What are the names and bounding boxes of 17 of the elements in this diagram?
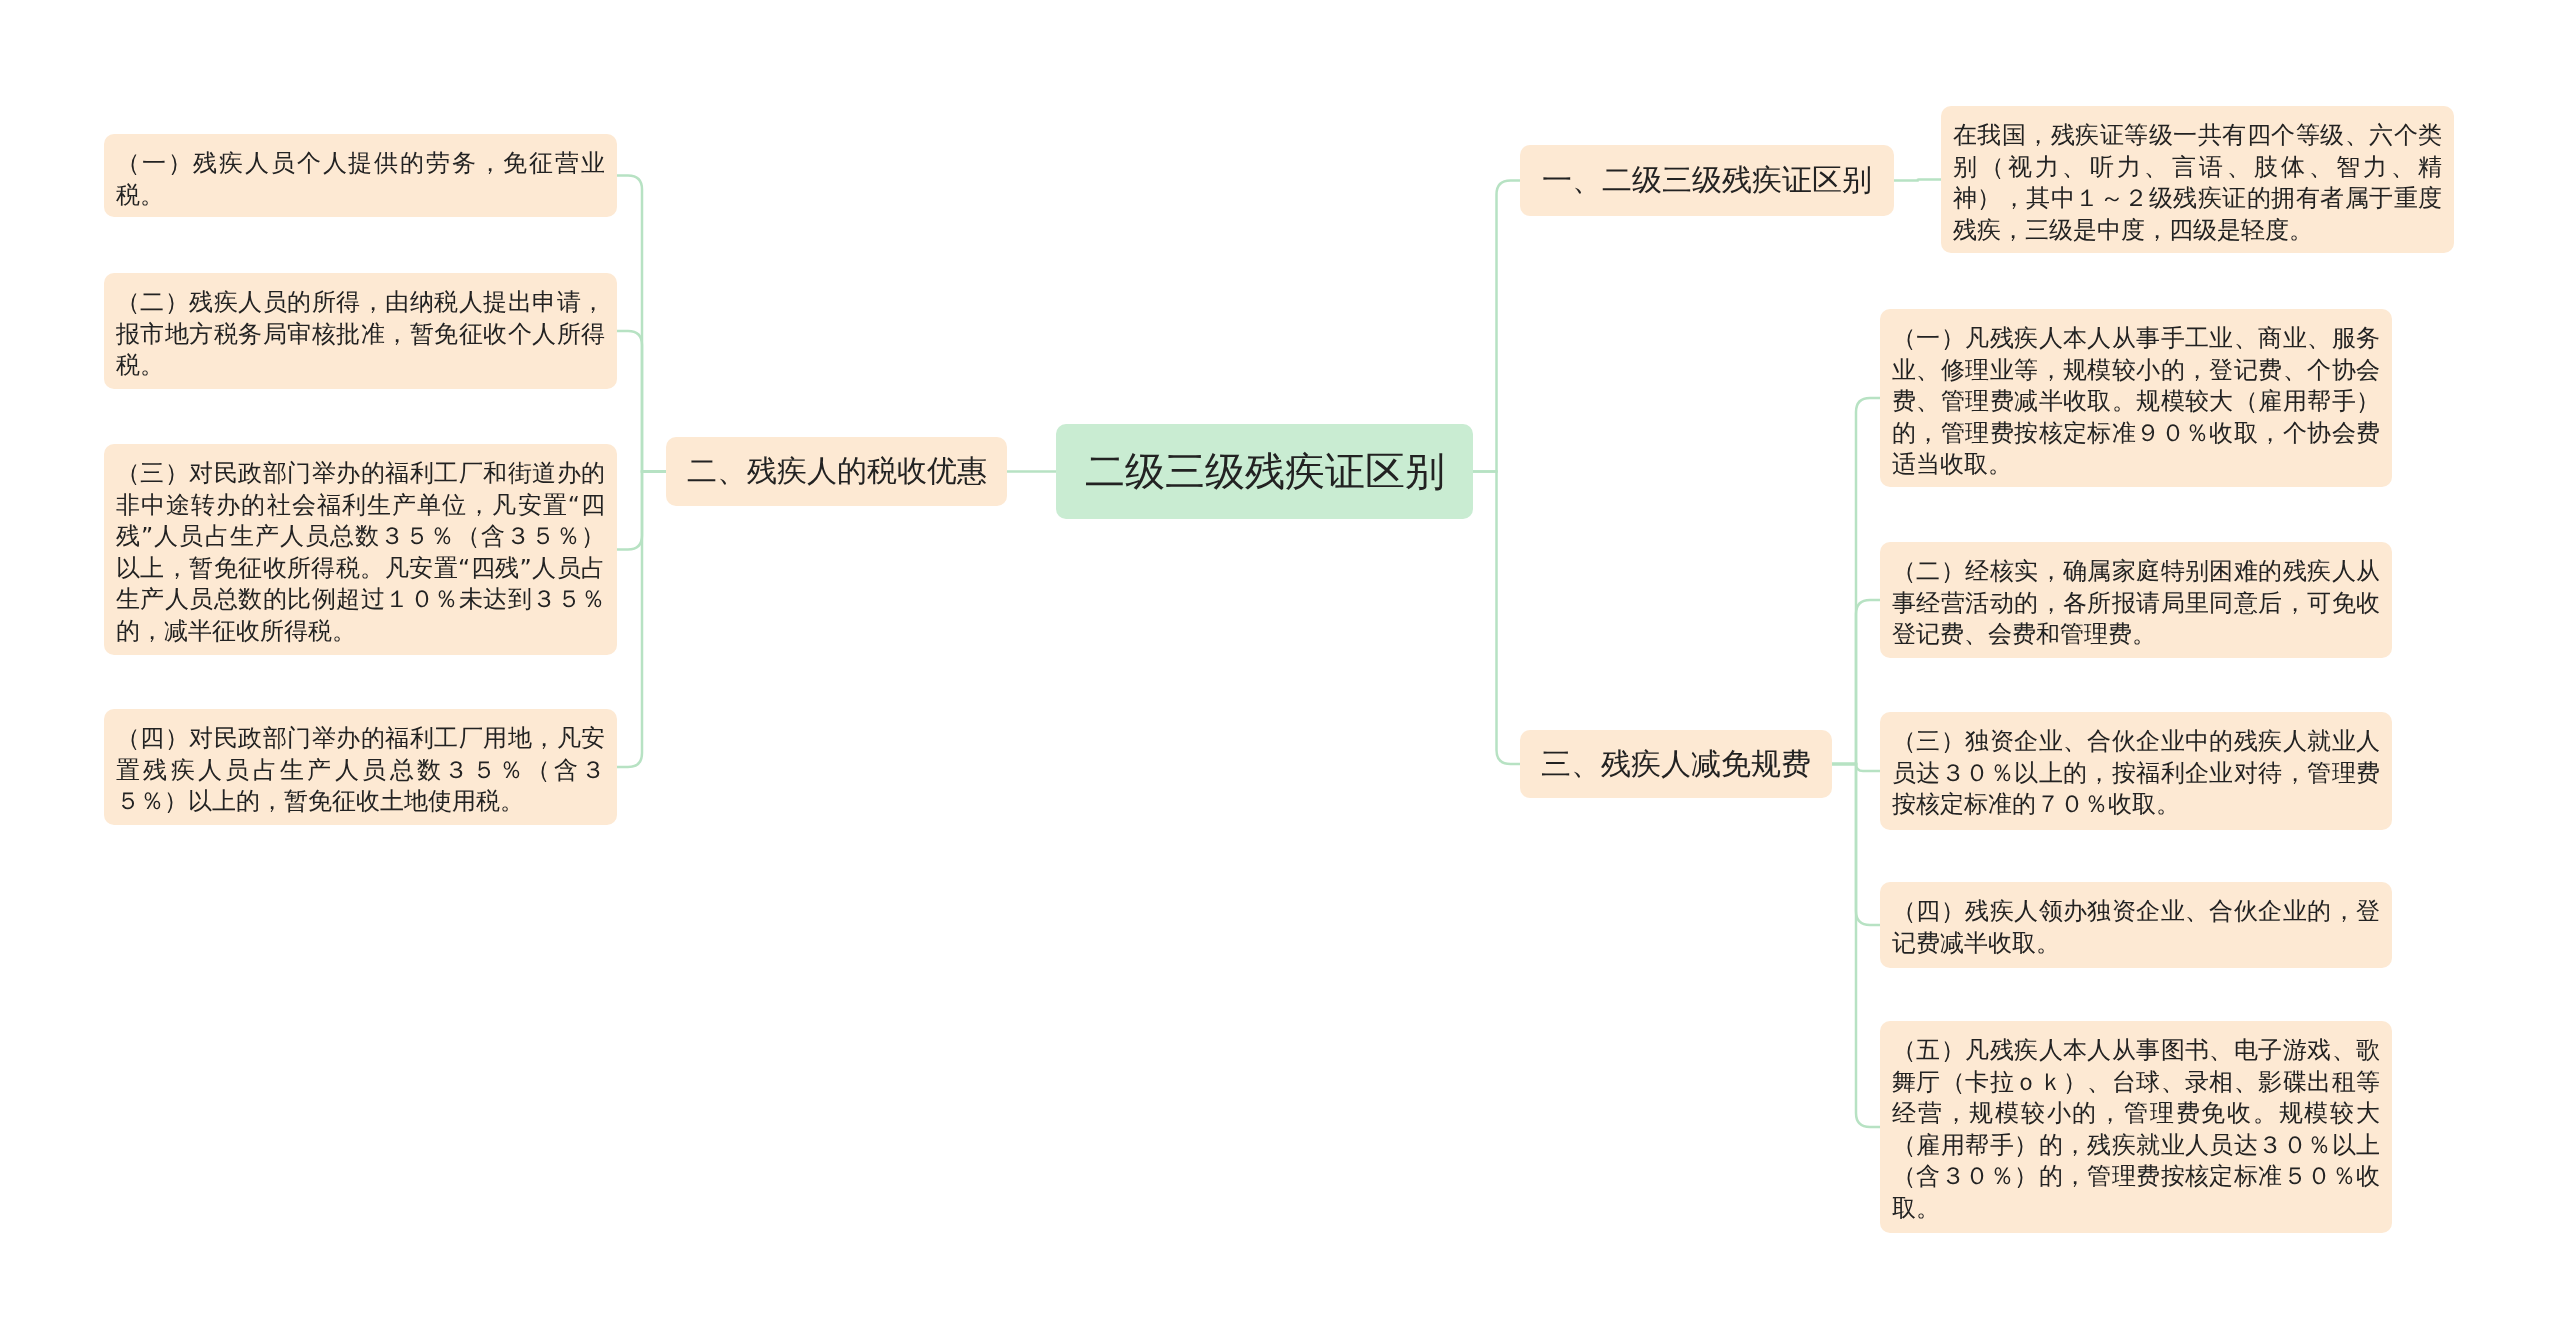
note-box: 在我国，残疾证等级一共有四个等级、六个类别（视力、听力、言语、肢体、智力、精神），其中１～２级残疾证的拥有者属于重度残疾，三级是中度，四级是轻度。 (1941, 106, 2454, 253)
note-box: （一）凡残疾人本人从事手工业、商业、服务业、修理业等，规模较小的，登记费、个协会费、管理费减半收取。规模较大（雇用帮手）的，管理费按核定标准９０％收取，个协会费适当收取。 (1880, 309, 2392, 487)
note-box: （二）经核实，确属家庭特别困难的残疾人从事经营活动的，各所报请局里同意后，可免收登记费、会费和管理费。 (1880, 542, 2392, 658)
note-box: （四）对民政部门举办的福利工厂用地，凡安置残疾人员占生产人员总数３５％（含３５％）以上的，暂免征收土地使用税。 (104, 709, 617, 825)
note-box: （三）独资企业、合伙企业中的残疾人就业人员达３０％以上的，按福利企业对待，管理费按核定标准的７０％收取。 (1880, 712, 2392, 830)
topic-box: 一、二级三级残疾证区别 (1520, 145, 1894, 216)
connector-line (1007, 470, 1056, 473)
topic-box: 二、残疾人的税收优惠 (666, 437, 1007, 506)
topic-box: 三、残疾人减免规费 (1520, 730, 1832, 798)
note-box: （一）残疾人员个人提供的劳务，免征营业税。 (104, 134, 617, 217)
connector-line (1894, 178, 1941, 182)
note-box: （二）残疾人员的所得，由纳税人提出申请，报市地方税务局审核批准，暂免征收个人所得税。 (104, 273, 617, 389)
note-box: （四）残疾人领办独资企业、合伙企业的，登记费减半收取。 (1880, 882, 2392, 968)
connector-line (1473, 470, 1520, 766)
note-box: （五）凡残疾人本人从事图书、电子游戏、歌舞厅（卡拉ｏｋ）、台球、录相、影碟出租等经营，规模较小的，管理费免收。规模较大（雇用帮手）的，残疾就业人员达３０％以上（含３０％）的，管理费按核定标准５０％收取。 (1880, 1021, 2392, 1233)
note-box: （三）对民政部门举办的福利工厂和街道办的非中途转办的社会福利生产单位，凡安置“四残”人员占生产人员总数３５％（含３５％）以上，暂免征收所得税。凡安置“四残”人员占生产人员总数的比例超过１０％未达到３５％的，减半征收所得税。 (104, 444, 617, 655)
central-topic-box: 二级三级残疾证区别 (1056, 424, 1473, 519)
